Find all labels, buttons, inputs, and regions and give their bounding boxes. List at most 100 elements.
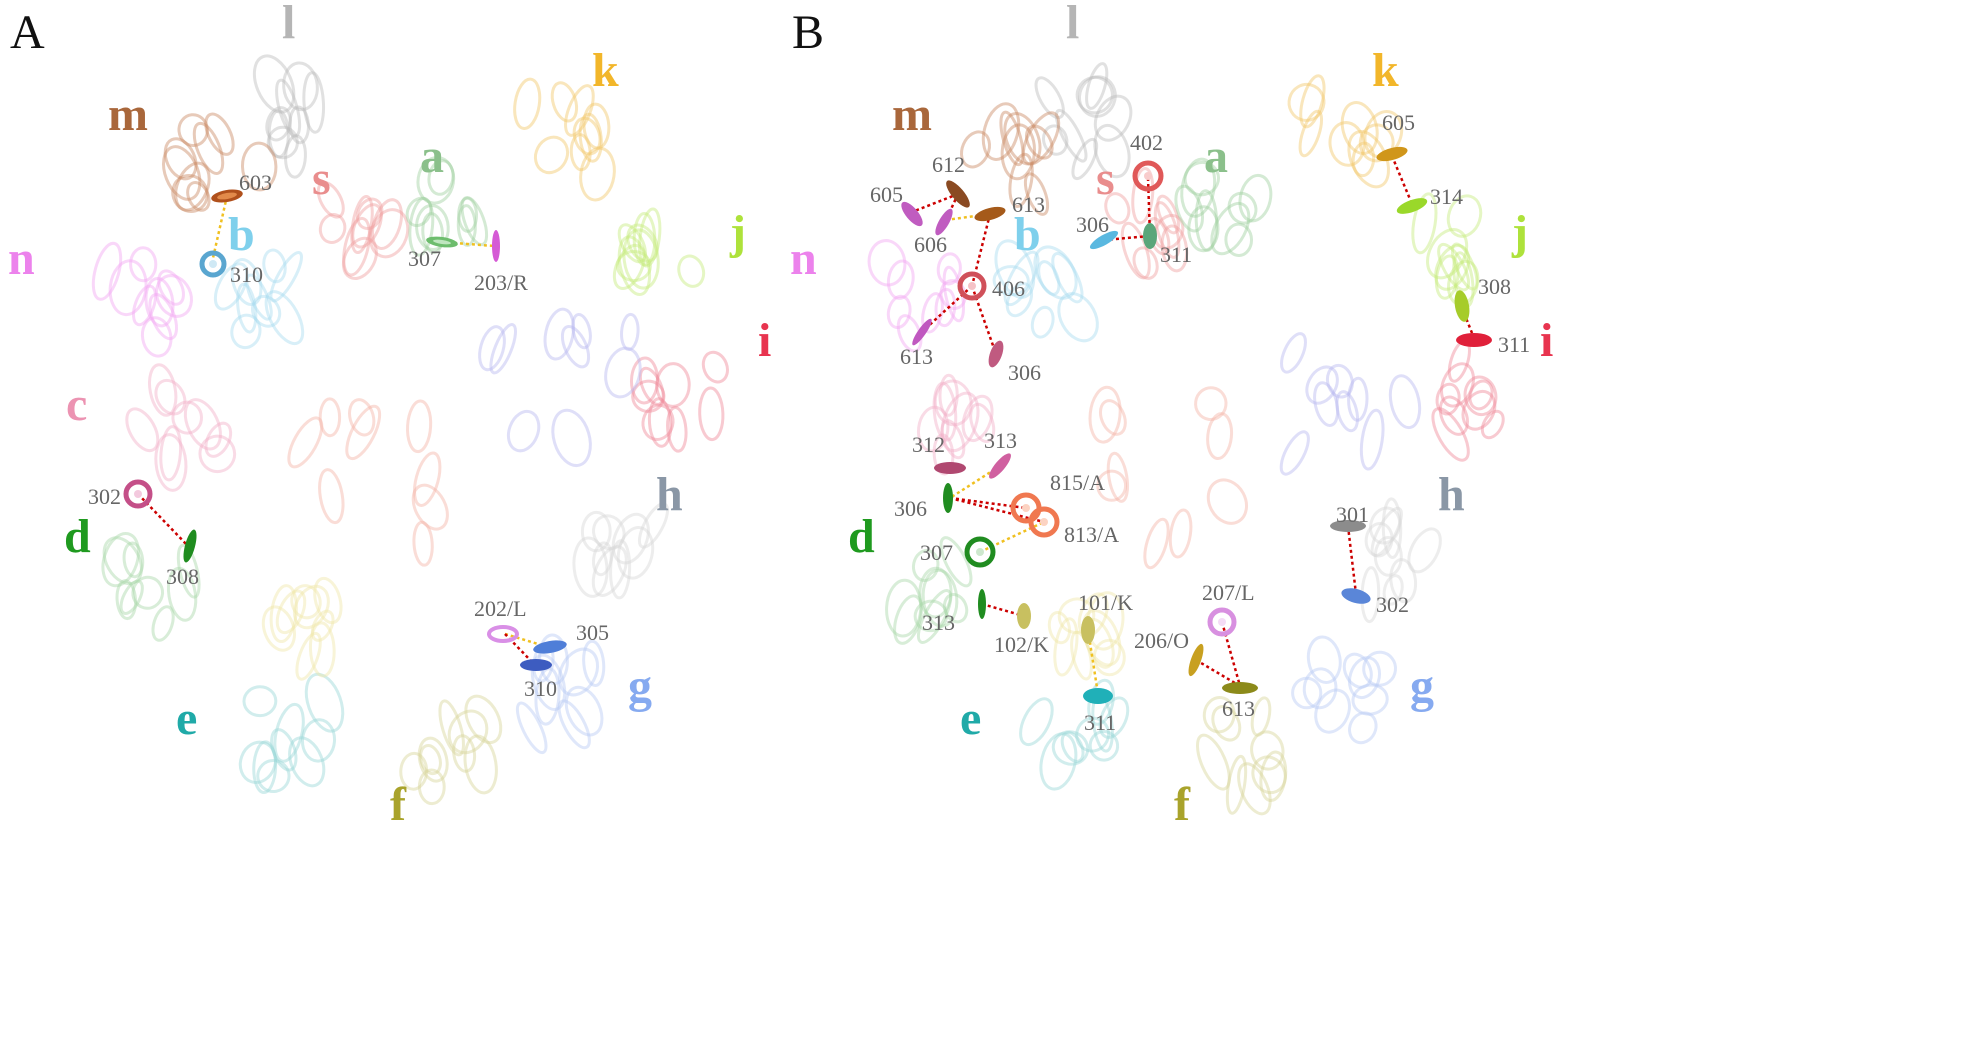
heme-label: 605 bbox=[1382, 110, 1415, 135]
panel-letter: B bbox=[792, 6, 824, 59]
chain-label-j: j bbox=[1511, 206, 1528, 259]
heme-307-d bbox=[964, 536, 996, 568]
heme-308 bbox=[183, 529, 197, 563]
heme-label: 101/K bbox=[1078, 590, 1133, 615]
heme-312 bbox=[934, 462, 966, 474]
heme-612 bbox=[946, 180, 970, 208]
chain-label-g: g bbox=[1410, 660, 1434, 713]
panel-b: B l k m s a j n b i h d g e f bbox=[790, 0, 1553, 831]
heme-label: 306 bbox=[1008, 360, 1041, 385]
chain-label-h: h bbox=[656, 468, 683, 521]
chain-label-h: h bbox=[1438, 468, 1465, 521]
heme-313-d bbox=[978, 589, 986, 619]
heme-306-c bbox=[988, 340, 1004, 368]
chain-label-s: s bbox=[312, 152, 331, 205]
heme-label: 313 bbox=[922, 610, 955, 635]
heme-label: 203/R bbox=[474, 270, 528, 295]
chain-label-a: a bbox=[420, 130, 444, 183]
heme-311-i bbox=[1456, 333, 1492, 347]
chain-label-d: d bbox=[64, 510, 91, 563]
heme-606 bbox=[935, 208, 953, 236]
heme-402 bbox=[1132, 160, 1164, 192]
chain-label-e: e bbox=[176, 692, 197, 745]
heme-613-f bbox=[1222, 682, 1258, 694]
heme-label: 307 bbox=[920, 540, 953, 565]
heme-label: 102/K bbox=[994, 632, 1049, 657]
heme-label: 406 bbox=[992, 276, 1025, 301]
heme-label: 314 bbox=[1430, 184, 1463, 209]
heme-301 bbox=[1330, 520, 1366, 532]
heme-605 bbox=[901, 201, 923, 227]
heme-label: 302 bbox=[1376, 592, 1409, 617]
heme-label: 312 bbox=[912, 432, 945, 457]
chain-label-j: j bbox=[729, 206, 746, 259]
heme-310 bbox=[199, 250, 227, 278]
chain-label-i: i bbox=[1540, 314, 1553, 367]
heme-310-g bbox=[520, 659, 552, 671]
heme-label: 603 bbox=[239, 170, 272, 195]
heme-label: 612 bbox=[932, 152, 965, 177]
heme-406 bbox=[957, 271, 987, 301]
heme-label: 813/A bbox=[1064, 522, 1119, 547]
heme-306-b bbox=[1089, 230, 1119, 250]
chain-label-l: l bbox=[1066, 0, 1079, 49]
heme-label: 311 bbox=[1498, 332, 1530, 357]
heme-label: 311 bbox=[1160, 242, 1192, 267]
heme-label: 306 bbox=[894, 496, 927, 521]
heme-label: 815/A bbox=[1050, 470, 1105, 495]
heme-302-h bbox=[1341, 588, 1371, 604]
chain-label-c: c bbox=[66, 378, 87, 431]
heme-label: 302 bbox=[88, 484, 121, 509]
chain-label-n: n bbox=[790, 232, 817, 285]
heme-311-a bbox=[1143, 223, 1157, 249]
chain-label-b: b bbox=[1014, 208, 1041, 261]
heme-207L bbox=[1207, 607, 1237, 637]
chain-label-f: f bbox=[390, 778, 407, 831]
heme-label: 305 bbox=[576, 620, 609, 645]
chain-label-k: k bbox=[1372, 44, 1399, 97]
heme-label: 310 bbox=[524, 676, 557, 701]
heme-101K bbox=[1081, 616, 1095, 644]
ribbon-background bbox=[91, 54, 729, 806]
chain-label-a: a bbox=[1204, 130, 1228, 183]
chain-label-e: e bbox=[960, 692, 981, 745]
chain-label-n: n bbox=[8, 232, 35, 285]
heme-label: 307 bbox=[408, 246, 441, 271]
panel-a: A l k m s a j n b i c h d g e f bbox=[8, 0, 771, 831]
heme-label: 613 bbox=[1012, 192, 1045, 217]
heme-label: 308 bbox=[166, 564, 199, 589]
heme-203R bbox=[492, 230, 500, 262]
chain-label-g: g bbox=[628, 660, 652, 713]
heme-label: 613 bbox=[900, 344, 933, 369]
chain-label-b: b bbox=[228, 208, 255, 261]
heme-308-j bbox=[1454, 290, 1470, 322]
heme-label: 606 bbox=[914, 232, 947, 257]
heme-302 bbox=[123, 479, 153, 509]
heme-613-a bbox=[974, 206, 1006, 222]
heme-label: 605 bbox=[870, 182, 903, 207]
chain-label-l: l bbox=[282, 0, 295, 49]
heme-314 bbox=[1396, 198, 1428, 214]
heme-label: 202/L bbox=[474, 596, 527, 621]
chain-label-m: m bbox=[108, 88, 148, 141]
chain-label-d: d bbox=[848, 510, 875, 563]
heme-label: 207/L bbox=[1202, 580, 1255, 605]
chain-label-m: m bbox=[892, 88, 932, 141]
heme-202L bbox=[487, 625, 519, 643]
panel-letter: A bbox=[10, 6, 45, 59]
heme-label: 313 bbox=[984, 428, 1017, 453]
heme-label: 306 bbox=[1076, 212, 1109, 237]
heme-label: 311 bbox=[1084, 710, 1116, 735]
heme-306-d bbox=[943, 483, 953, 513]
heme-label: 613 bbox=[1222, 696, 1255, 721]
heme-label: 301 bbox=[1336, 502, 1369, 527]
heme-813A bbox=[1028, 506, 1060, 538]
heme-311-e bbox=[1083, 688, 1113, 704]
heme-307 bbox=[426, 236, 458, 248]
heme-613-b bbox=[912, 318, 932, 346]
chain-label-i: i bbox=[758, 314, 771, 367]
heme-102K bbox=[1017, 603, 1031, 629]
heme-605-k bbox=[1376, 146, 1408, 162]
heme-label: 308 bbox=[1478, 274, 1511, 299]
chain-label-s: s bbox=[1096, 152, 1115, 205]
